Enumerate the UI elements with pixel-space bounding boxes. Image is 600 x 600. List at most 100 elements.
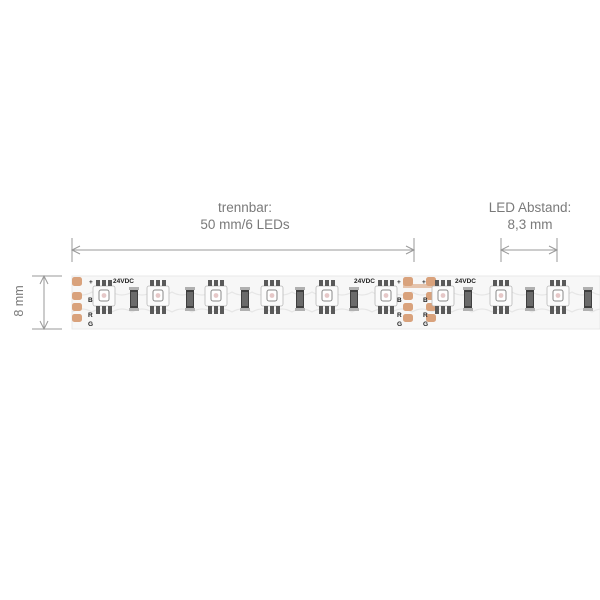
led-pin [435,306,439,314]
resistor-cap [349,308,359,311]
resistor [295,287,305,311]
pad-letter-b: B [397,297,402,304]
led-pin [220,306,224,314]
resistor [463,287,473,311]
resistor-core [351,292,357,306]
led-die [498,293,504,298]
resistor-cap [525,308,535,311]
cut-length-value: 50 mm/6 LEDs [200,217,290,232]
led-die [155,293,161,298]
led-pin [435,280,439,286]
led-pin [319,280,323,286]
rgb-led [204,280,228,314]
resistor-core [297,292,303,306]
led-pin [384,306,388,314]
pad-letter-r: R [397,312,402,319]
led-pin [390,280,394,286]
led-pin [276,280,280,286]
solder-pad [403,314,413,322]
voltage-mark: 24VDC [354,278,375,285]
led-pin [505,306,509,314]
strip-height-dimension [32,274,62,331]
plus-mark: + [422,279,426,286]
resistor-cap [349,287,359,290]
resistor-core [465,292,471,306]
led-pin [378,280,382,286]
led-pin [150,306,154,314]
resistor-core [585,292,591,306]
led-pin [220,280,224,286]
rgb-led [374,280,398,314]
rgb-led [146,280,170,314]
led-die [383,293,389,298]
voltage-mark: 24VDC [455,278,476,285]
led-pitch-dimension [499,238,559,262]
led-die [101,293,107,298]
voltage-mark: 24VDC [113,278,134,285]
led-pin [550,306,554,314]
led-pin [264,280,268,286]
pad-letter-g: G [397,321,402,328]
led-pin [325,306,329,314]
pad-bridge [403,284,436,288]
resistor-cap [240,287,250,290]
resistor [185,287,195,311]
led-pin [390,306,394,314]
plus-mark: + [89,279,93,286]
solder-pad [403,303,413,311]
resistor-core [187,292,193,306]
pad-letter-g: G [423,321,428,328]
led-pin [441,306,445,314]
led-pin [270,306,274,314]
cut-length-label: trennbar: 50 mm/6 LEDs [170,199,320,233]
led-pitch-label: LED Abstand: 8,3 mm [470,199,590,233]
solder-pad [426,277,436,286]
led-pin [208,306,212,314]
led-components [92,280,593,314]
cut-length-title: trennbar: [217,200,273,215]
resistor-cap [295,308,305,311]
led-pin [550,280,554,286]
led-pin [325,280,329,286]
led-pin [499,280,503,286]
led-die [324,293,330,298]
pad-letter-r: R [88,312,93,319]
pad-letter-b: B [423,297,428,304]
led-pin [562,280,566,286]
led-die [213,293,219,298]
resistor-cap [129,308,139,311]
rgb-led [431,280,455,314]
resistor-core [527,292,533,306]
resistor [129,287,139,311]
resistor-core [131,292,137,306]
cut-length-dimension [70,238,416,262]
resistor [583,287,593,311]
led-pin [162,306,166,314]
solder-pad [72,277,82,286]
led-pin [108,280,112,286]
led-pin [505,280,509,286]
led-pin [331,306,335,314]
solder-pad [72,303,82,311]
led-pin [493,280,497,286]
led-pin [156,280,160,286]
led-pin [264,306,268,314]
resistor-core [242,292,248,306]
led-pin [214,306,218,314]
rgb-led [489,280,513,314]
resistor-cap [463,308,473,311]
led-pin [102,280,106,286]
led-pin [150,280,154,286]
led-pin [499,306,503,314]
led-pin [493,306,497,314]
rgb-led [92,280,116,314]
resistor-cap [583,308,593,311]
led-pin [276,306,280,314]
led-pin [447,280,451,286]
pad-letter-r: R [423,312,428,319]
led-pin [441,280,445,286]
led-pin [447,306,451,314]
led-pin [378,306,382,314]
resistor-cap [240,308,250,311]
